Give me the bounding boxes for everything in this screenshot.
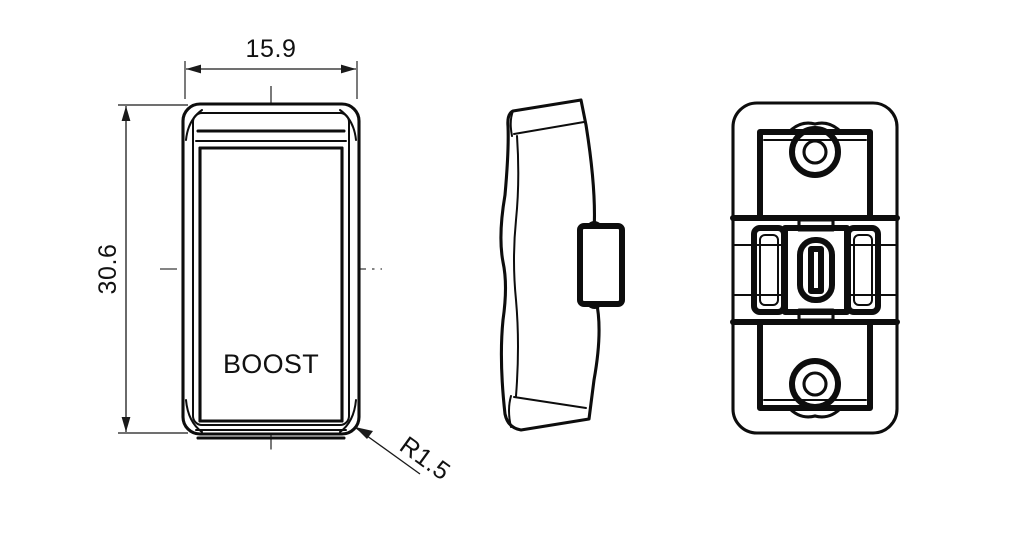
- rear-view-bottom-boss-fillet-left: [786, 405, 817, 419]
- dimension-height-text: 30.6: [94, 243, 122, 294]
- dimension-width-arrow-right: [341, 64, 356, 74]
- front-view-corner-arc-bottom-right: [339, 399, 357, 433]
- dimension-width-text: 15.9: [245, 35, 296, 63]
- front-view-corner-arc-top-right: [339, 109, 357, 141]
- side-view-bottom-band-left-cap: [508, 395, 512, 428]
- rear-view-bottom-boss-hole: [802, 371, 828, 397]
- front-view-corner-arc-top-left: [185, 109, 203, 141]
- rear-view-top-boss-fillet-right: [813, 121, 844, 135]
- rear-view-top-boss-hole: [802, 139, 828, 165]
- dimension-height-arrow-bottom: [121, 417, 131, 432]
- rear-view-bottom-boss-fillet-right: [813, 405, 844, 419]
- dimension-height: 30.6: [94, 104, 188, 434]
- rear-view-bottom-boss-outer: [789, 358, 841, 410]
- dimension-height-arrow-top: [121, 106, 131, 121]
- dimension-radius-arrow: [355, 427, 373, 439]
- dimension-width: 15.9: [184, 35, 358, 99]
- front-view-inner-bezel: [192, 112, 350, 426]
- side-view-bottom-band-line: [513, 396, 587, 409]
- rear-view: [730, 101, 900, 435]
- dimension-width-arrow-left: [186, 64, 201, 74]
- rear-view-keyway-slot: [808, 246, 824, 294]
- front-view-part-marking: BOOST: [223, 349, 319, 379]
- side-view-inner-wall-line: [513, 135, 520, 397]
- rear-view-outer-shell: [731, 101, 899, 435]
- side-view-boss-tab-bottom: [586, 302, 603, 310]
- side-view-top-band-left-cap: [509, 110, 514, 137]
- side-view-boss-tab-top: [586, 220, 603, 228]
- side-view-top-band-line: [513, 121, 585, 135]
- rear-view-right-clip-inner: [853, 234, 873, 306]
- front-view-corner-arc-bottom-left: [185, 399, 203, 433]
- rear-view-keyway-tab-top: [797, 218, 835, 232]
- rear-view-left-clip-inner: [759, 234, 779, 306]
- rear-view-keyway-oval: [797, 237, 835, 303]
- side-view: [499, 98, 625, 432]
- front-view-outer-outline: [181, 102, 361, 436]
- rear-view-top-boss-fillet-left: [786, 121, 817, 135]
- front-view: BOOST: [160, 86, 382, 452]
- rear-view-top-boss-outer: [789, 126, 841, 178]
- side-view-mounting-boss: [577, 223, 625, 307]
